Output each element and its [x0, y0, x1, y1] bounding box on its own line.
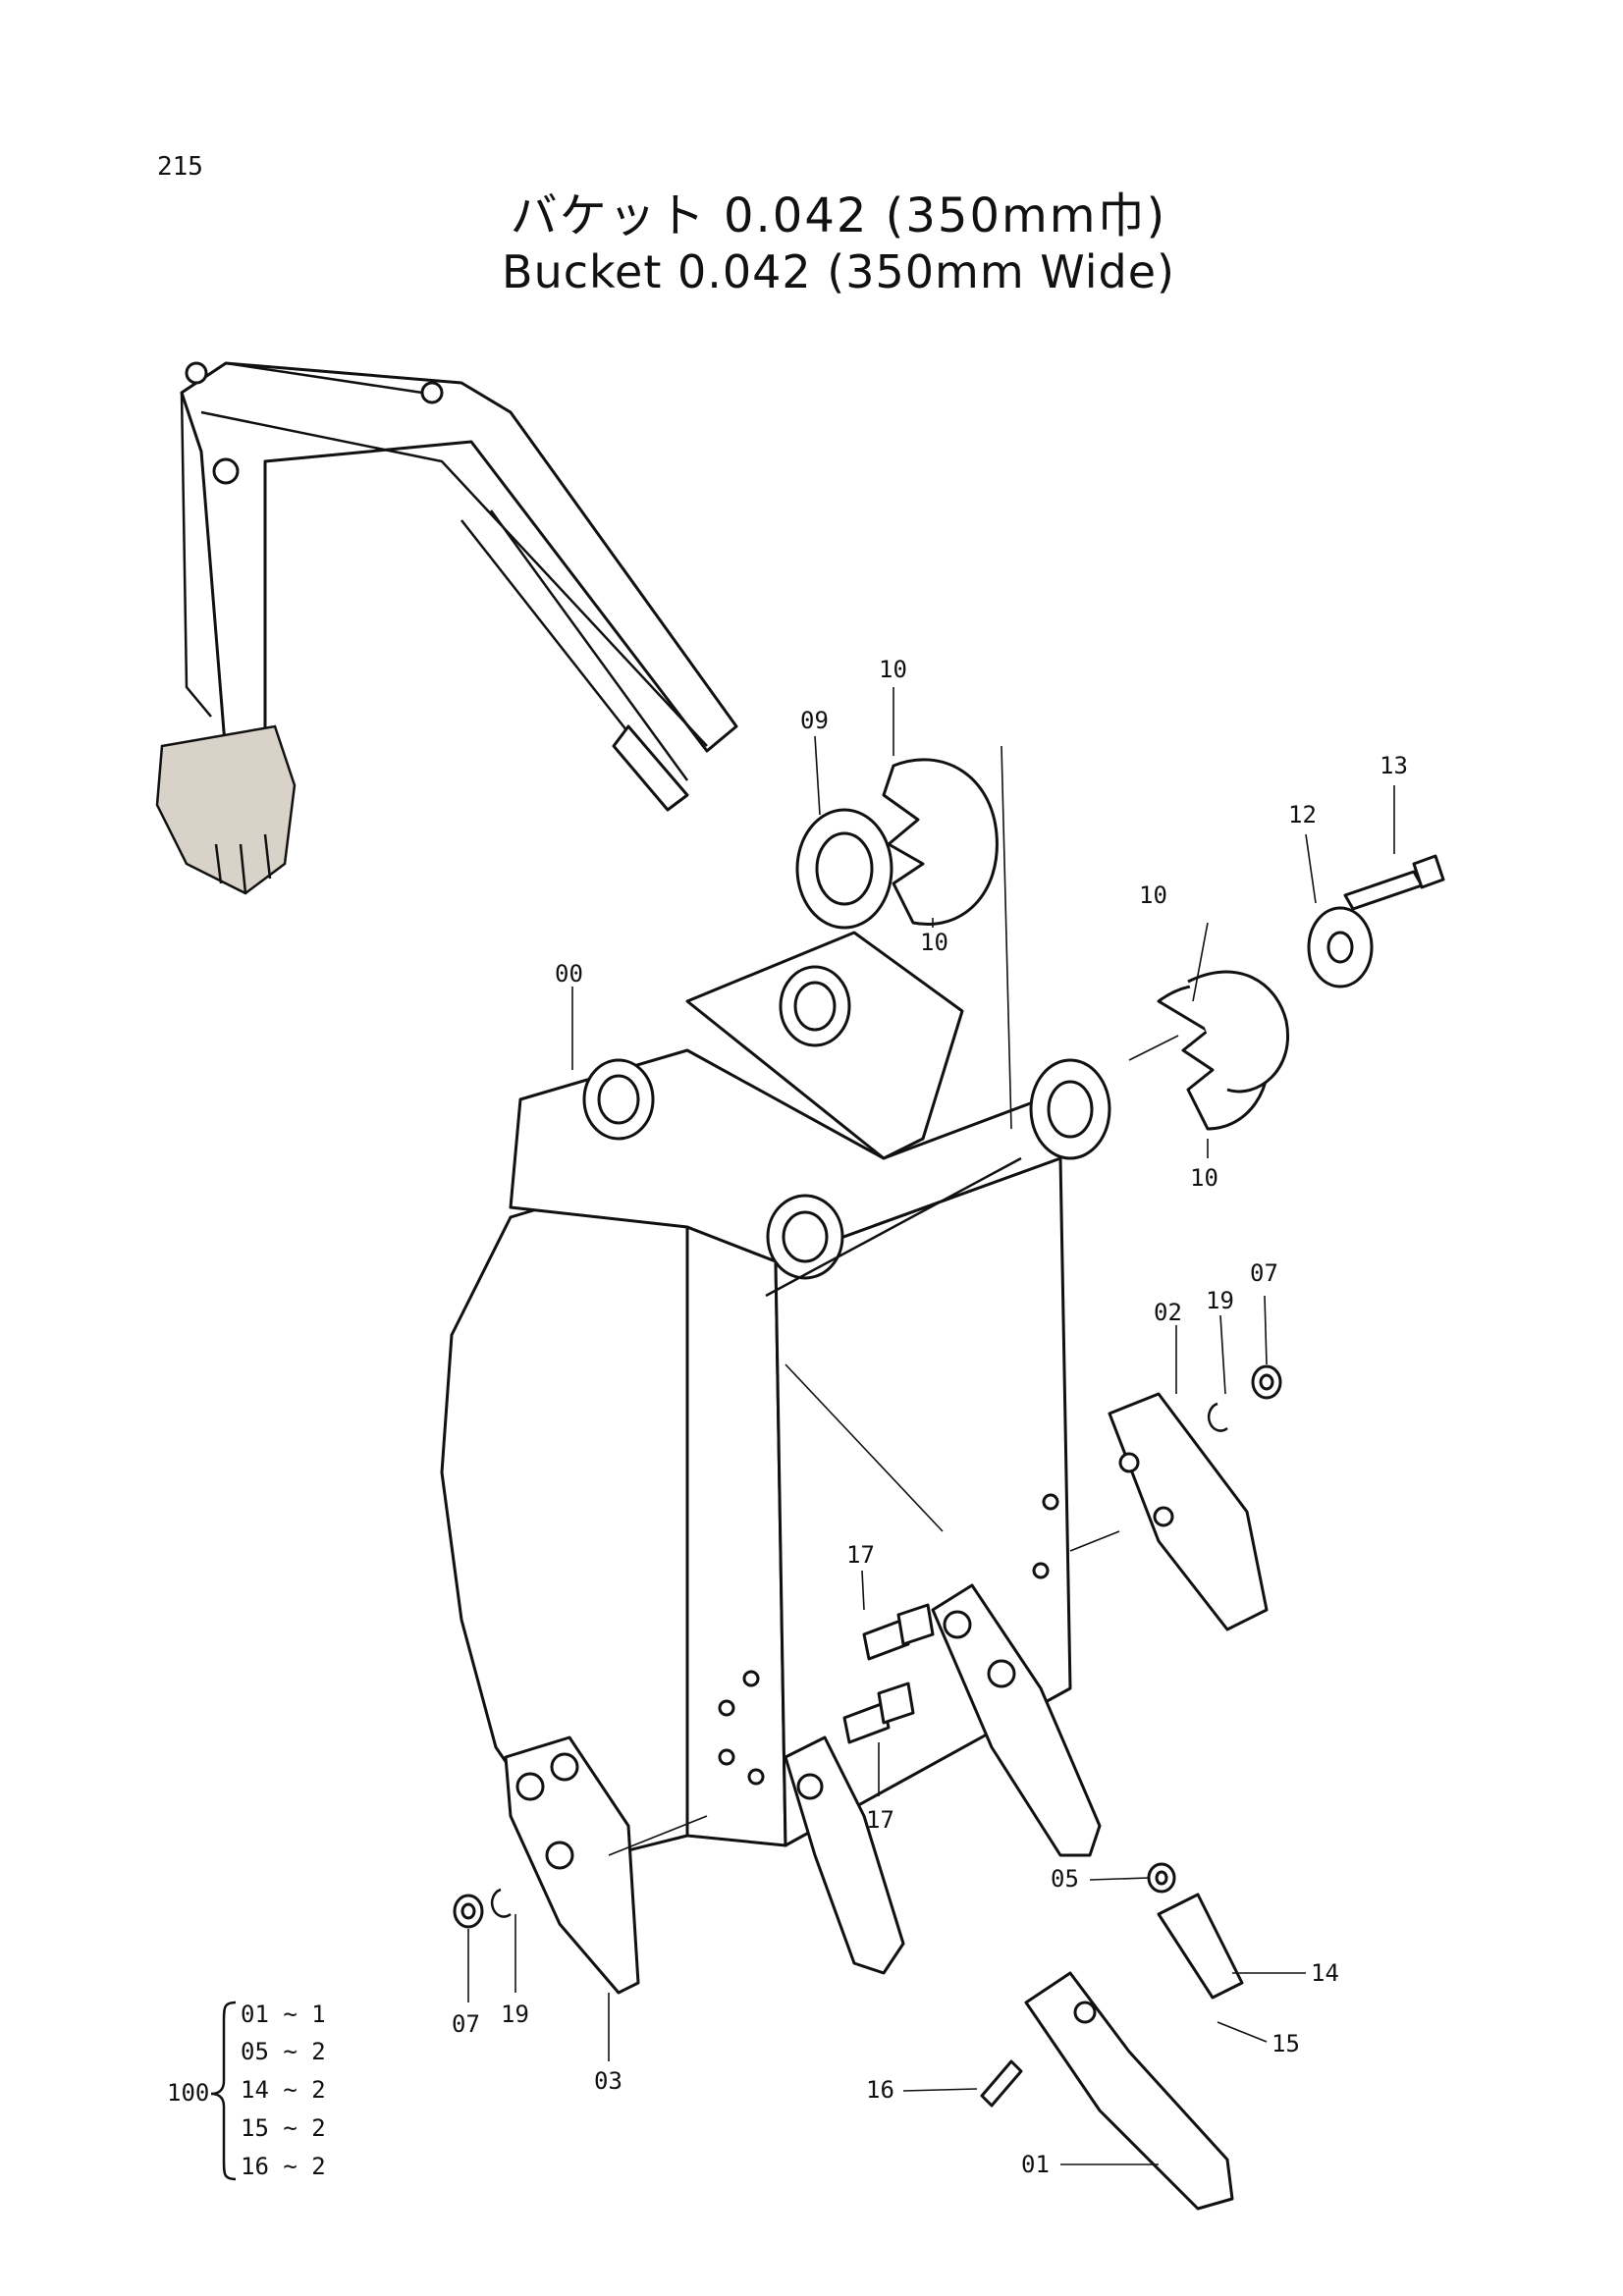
teeth-and-cutters — [504, 1392, 1269, 2211]
callout-17-upper: 17 — [846, 1541, 875, 1569]
hardware — [453, 1364, 1282, 2108]
kit-item-5: 16 ~ 2 — [241, 2153, 326, 2180]
callout-03: 03 — [594, 2067, 622, 2095]
callout-00: 00 — [555, 960, 583, 988]
callout-05: 05 — [1051, 1865, 1079, 1893]
callout-07-left: 07 — [452, 2010, 480, 2038]
kit-legend: 100 01 ~ 1 05 ~ 2 14 ~ 2 15 ~ 2 16 ~ 2 — [167, 2001, 326, 2181]
callout-02: 02 — [1154, 1299, 1182, 1326]
callout-17-lower: 17 — [866, 1806, 894, 1834]
kit-item-3: 14 ~ 2 — [241, 2076, 326, 2104]
page-number: 215 — [157, 152, 203, 182]
callout-19-left: 19 — [501, 2001, 529, 2028]
shim-and-bushing-group — [795, 745, 1445, 1131]
callout-10-right: 10 — [1139, 881, 1167, 909]
callout-01: 01 — [1021, 2151, 1050, 2178]
callout-labels: 00 09 10 10 10 10 12 13 02 19 07 17 17 0… — [452, 656, 1408, 2178]
callout-07-right: 07 — [1250, 1259, 1278, 1287]
kit-item-4: 15 ~ 2 — [241, 2114, 326, 2142]
excavator-arm-inset — [155, 361, 738, 895]
callout-13: 13 — [1380, 752, 1408, 779]
callout-09: 09 — [800, 707, 829, 734]
callout-16: 16 — [866, 2076, 894, 2104]
kit-item-2: 05 ~ 2 — [241, 2038, 326, 2065]
leader-lines — [467, 687, 1395, 2165]
callout-12: 12 — [1288, 801, 1317, 828]
callout-10-mid: 10 — [920, 929, 948, 956]
callout-14: 14 — [1311, 1959, 1339, 1987]
callout-10-lower: 10 — [1190, 1164, 1218, 1192]
callout-19-right: 19 — [1206, 1287, 1234, 1314]
kit-item-1: 01 ~ 1 — [241, 2001, 326, 2028]
bucket-body — [440, 931, 1111, 1857]
page-title-japanese: バケット 0.042 (350mm巾) — [510, 188, 1167, 243]
kit-number: 100 — [167, 2079, 209, 2107]
callout-15: 15 — [1271, 2030, 1300, 2057]
page-title-english: Bucket 0.042 (350mm Wide) — [502, 245, 1175, 298]
callout-10-top: 10 — [879, 656, 907, 683]
